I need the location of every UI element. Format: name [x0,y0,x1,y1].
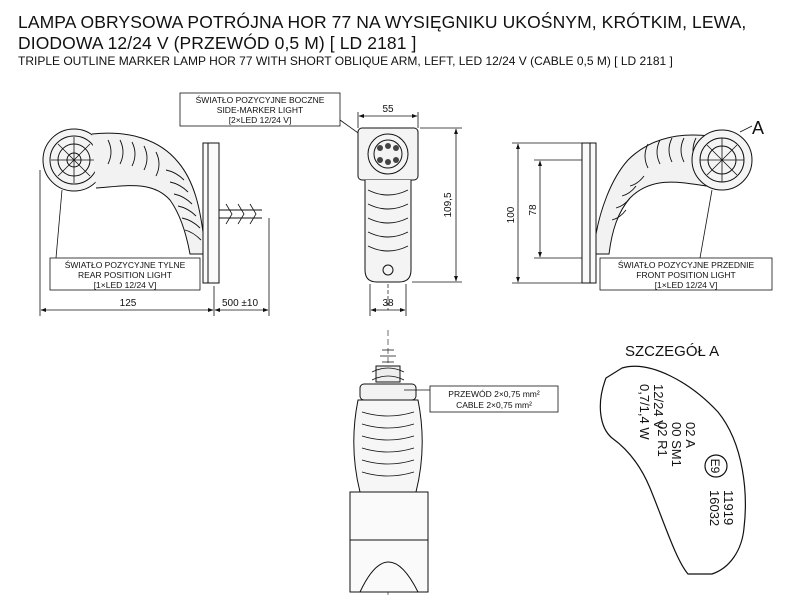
side-marker-label: ŚWIATŁO POZYCYJNE BOCZNE SIDE-MARKER LIG… [179,92,383,151]
cable-label: PRZEWÓD 2×0,75 mm² CABLE 2×0,75 mm² [404,385,559,413]
left-dimensions [39,170,270,316]
approval-mark: E9 [708,459,722,474]
dim-height-main: 109,5 [443,192,454,217]
front-position-label: ŚWIATŁO POZYCYJNE PRZEDNIE FRONT POSITIO… [599,189,773,291]
approval-circle [704,454,728,478]
right-dimensions [512,142,582,284]
approval-number-1: 11919 [721,490,736,525]
title-block: LAMPA OBRYSOWA POTRÓJNA HOR 77 NA WYSIĘG… [18,12,746,54]
cable-label-pl: PRZEWÓD 2×0,75 mm² [448,389,540,399]
title-line-2: DIODOWA 12/24 V (PRZEWÓD 0,5 M) [ LD 218… [18,33,417,53]
detail-power: 0,7/1,4 W [637,384,652,440]
left-side-view [42,128,262,284]
detail-voltage: 12/24 V [651,384,666,429]
dim-base-width: 38 [382,298,394,309]
right-side-view [581,129,753,284]
bottom-view [349,330,429,595]
approval-number-2: 16032 [707,490,722,526]
side-label-en: SIDE-MARKER LIGHT [217,105,303,115]
dim-cable-length: 500 ±10 [222,298,259,309]
side-label-pl: ŚWIATŁO POZYCYJNE BOCZNE [196,94,325,105]
detail-code-3: 02 R1 [655,422,670,457]
front-label-led: [1×LED 12/24 V] [655,280,718,290]
callout-letter: A [752,118,764,138]
dim-width-top: 55 [382,104,394,115]
rear-label-en: REAR POSITION LIGHT [78,270,172,280]
rear-label-led: [1×LED 12/24 V] [94,280,157,290]
detail-code-1: 02 A [683,422,698,448]
dim-length: 125 [120,298,137,309]
center-front-view [357,127,419,310]
front-label-pl: ŚWIATŁO POZYCYJNE PRZEDNIE [618,259,755,270]
center-dimensions [357,112,462,316]
rear-position-label: ŚWIATŁO POZYCYJNE TYLNE REAR POSITION LI… [49,189,201,291]
dim-inner-height: 78 [528,204,539,216]
dim-height-right: 100 [506,206,517,223]
rear-label-pl: ŚWIATŁO POZYCYJNE TYLNE [65,259,186,270]
detail-title: SZCZEGÓŁ A [625,343,719,360]
detail-plate-outline [599,365,746,575]
side-label-led: [2×LED 12/24 V] [229,115,292,125]
detail-a-plate: 12/24 V 0,7/1,4 W 02 A 00 SM1 02 R1 E9 1… [599,365,746,575]
title-english: TRIPLE OUTLINE MARKER LAMP HOR 77 WITH S… [18,54,673,68]
detail-code-2: 00 SM1 [669,422,684,467]
front-label-en: FRONT POSITION LIGHT [636,270,736,280]
detail-callout: A [739,118,764,138]
cable-label-en: CABLE 2×0,75 mm² [456,400,532,410]
title-line-1: LAMPA OBRYSOWA POTRÓJNA HOR 77 NA WYSIĘG… [18,12,747,32]
